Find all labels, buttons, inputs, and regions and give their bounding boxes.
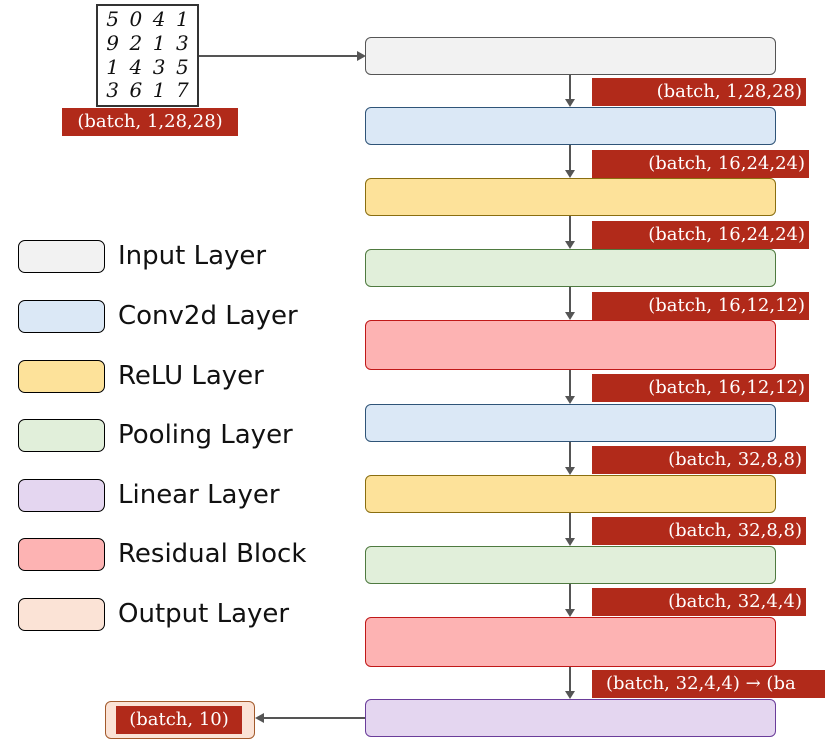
- mnist-sample-image: 5 0 4 1 9 2 1 3 1 4 3 5 3 6 1 7: [96, 4, 199, 107]
- legend-label-linear: Linear Layer: [118, 480, 280, 510]
- linear-to-output-connector: [264, 717, 365, 719]
- connector: [569, 513, 571, 538]
- digit: 1: [152, 30, 166, 55]
- pipeline-conv2d-layer-2: [365, 404, 776, 442]
- digit: 4: [152, 7, 166, 31]
- connector: [569, 370, 571, 396]
- digit: 5: [176, 54, 189, 79]
- shape-label: (batch, 16,24,24): [592, 150, 809, 178]
- arrow-down-icon: [565, 241, 575, 249]
- shape-label: (batch, 16,12,12): [592, 292, 809, 320]
- digit: 1: [176, 7, 189, 31]
- legend-swatch-pooling: [18, 419, 105, 452]
- digit: 0: [129, 7, 143, 31]
- shape-label: (batch, 16,12,12): [592, 374, 809, 402]
- arrow-down-icon: [565, 691, 575, 699]
- connector: [569, 145, 571, 170]
- pipeline-relu-layer-2: [365, 475, 776, 513]
- digit: 4: [129, 54, 143, 79]
- shape-label: (batch, 1,28,28): [592, 78, 806, 106]
- legend-swatch-relu: [18, 360, 105, 393]
- legend-label-pooling: Pooling Layer: [118, 420, 293, 450]
- pipeline-input-layer: [365, 37, 776, 75]
- input-shape-label: (batch, 1,28,28): [62, 108, 238, 136]
- legend-label-conv2d: Conv2d Layer: [118, 301, 298, 331]
- arrow-right-icon: [357, 51, 366, 61]
- connector: [569, 442, 571, 467]
- arrow-down-icon: [565, 467, 575, 475]
- pipeline-linear-layer: [365, 699, 776, 737]
- shape-label: (batch, 32,8,8): [592, 446, 806, 474]
- digit: 1: [106, 54, 119, 79]
- digit: 7: [176, 78, 189, 103]
- digit: 9: [106, 30, 119, 55]
- legend-swatch-output: [18, 598, 105, 631]
- arrow-down-icon: [565, 609, 575, 617]
- arrow-down-icon: [565, 170, 575, 178]
- connector: [569, 75, 571, 99]
- connector: [569, 584, 571, 609]
- pipeline-residual-block-1: [365, 320, 776, 370]
- digit: 3: [176, 30, 189, 55]
- connector: [569, 216, 571, 241]
- shape-label: (batch, 32,4,4): [592, 588, 806, 616]
- digit: 3: [152, 54, 166, 79]
- pipeline-conv2d-layer-1: [365, 107, 776, 145]
- digit: 3: [106, 78, 119, 103]
- digit: 1: [152, 78, 166, 103]
- pipeline-residual-block-2: [365, 617, 776, 667]
- legend-swatch-conv2d: [18, 300, 105, 333]
- arrow-down-icon: [565, 396, 575, 404]
- digit: 6: [129, 78, 143, 103]
- legend-label-input: Input Layer: [118, 241, 267, 271]
- legend-label-residual: Residual Block: [118, 539, 307, 569]
- legend-swatch-residual: [18, 538, 105, 571]
- legend-swatch-linear: [18, 479, 105, 512]
- image-to-input-connector: [199, 55, 357, 57]
- shape-label: (batch, 32,8,8): [592, 517, 806, 545]
- pipeline-pooling-layer-2: [365, 546, 776, 584]
- output-shape-label: (batch, 10): [116, 706, 242, 734]
- arrow-left-icon: [255, 713, 264, 723]
- arrow-down-icon: [565, 538, 575, 546]
- digit: 5: [106, 7, 119, 31]
- pipeline-pooling-layer-1: [365, 249, 776, 287]
- arrow-down-icon: [565, 312, 575, 320]
- connector: [569, 287, 571, 312]
- legend-label-output: Output Layer: [118, 599, 290, 629]
- arrow-down-icon: [565, 99, 575, 107]
- legend-swatch-input: [18, 240, 105, 273]
- connector: [569, 667, 571, 691]
- legend-label-relu: ReLU Layer: [118, 361, 264, 391]
- shape-label: (batch, 32,4,4) → (ba: [592, 670, 825, 698]
- digit: 2: [129, 30, 143, 55]
- shape-label: (batch, 16,24,24): [592, 221, 809, 249]
- pipeline-relu-layer-1: [365, 178, 776, 216]
